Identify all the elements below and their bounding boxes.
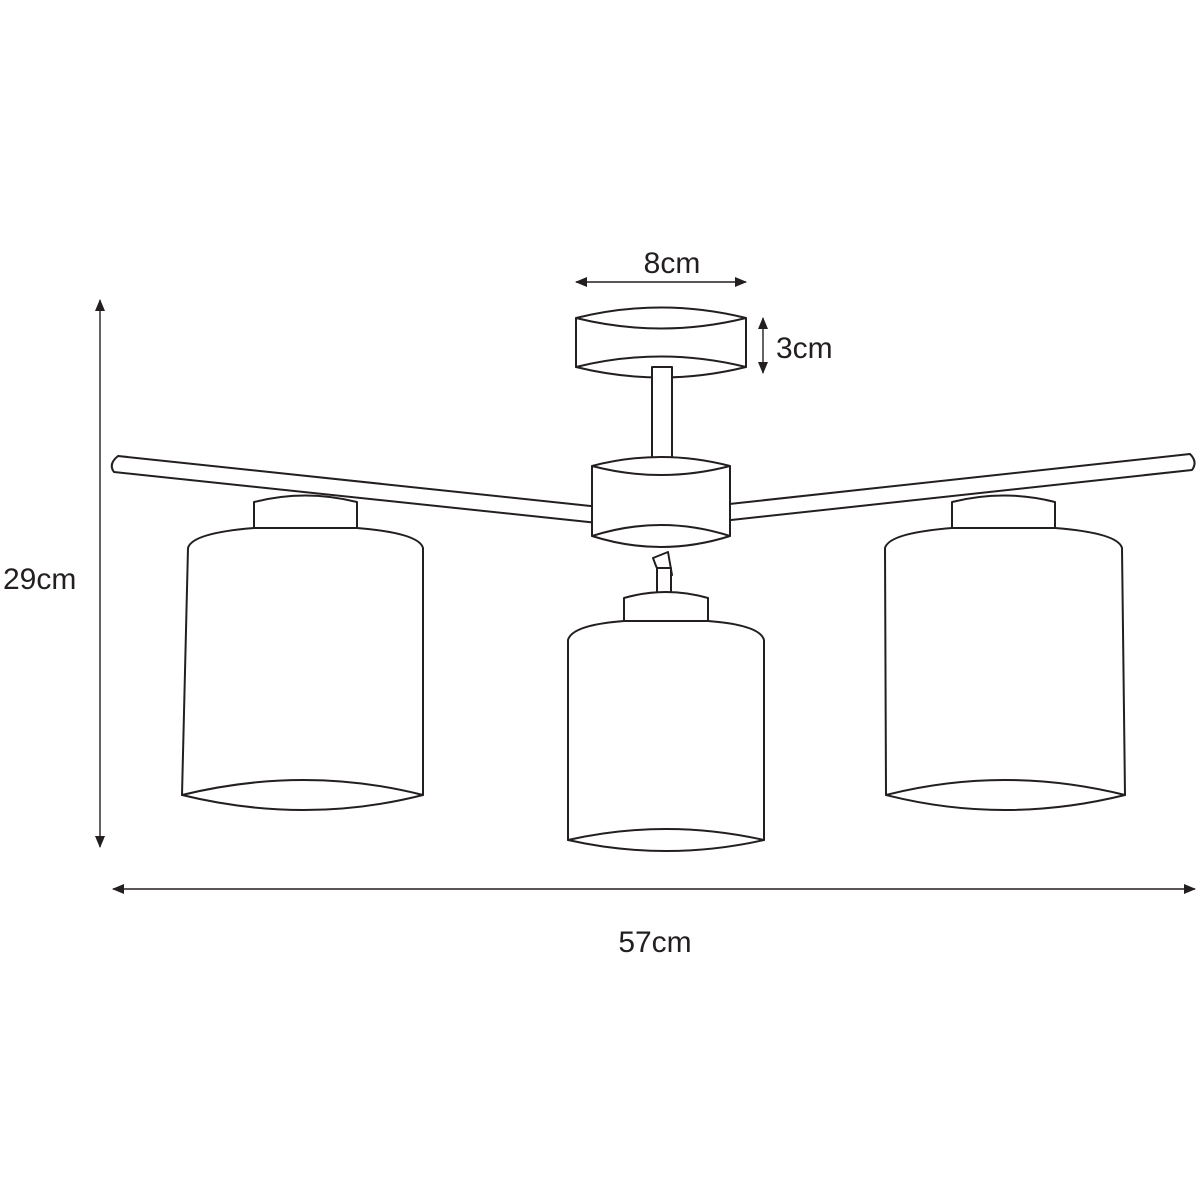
right-lamp-shade (884, 494, 1126, 811)
total-width-label: 57cm (618, 926, 691, 959)
canopy-height-label: 3cm (776, 332, 833, 365)
canopy-diameter-dimension: 8cm (575, 247, 747, 287)
canopy-height-dimension: 3cm (758, 317, 833, 374)
total-height-label: 29cm (3, 563, 76, 596)
left-lamp-shade (181, 494, 424, 811)
right-arm (719, 453, 1196, 522)
center-lamp-shade (567, 591, 765, 852)
center-pendant-connector (652, 551, 673, 595)
ceiling-canopy (575, 306, 747, 379)
canopy-diameter-label: 8cm (644, 247, 701, 280)
central-hub (591, 456, 731, 548)
left-arm (110, 455, 601, 524)
total-width-dimension: 57cm (112, 884, 1196, 959)
total-height-dimension: 29cm (3, 299, 105, 848)
